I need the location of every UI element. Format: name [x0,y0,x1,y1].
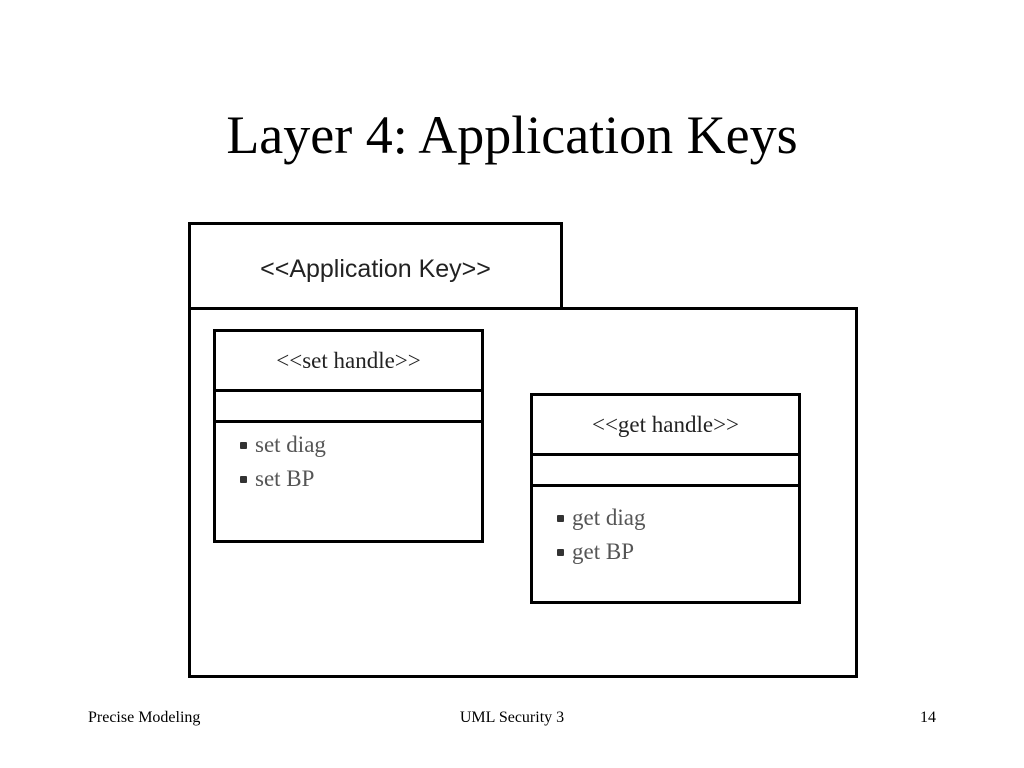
operation-label: get diag [572,505,646,530]
footer-left: Precise Modeling [88,709,201,726]
footer-center: UML Security 3 [459,709,565,726]
slide-title: Layer 4: Application Keys [226,105,798,165]
get-handle-attributes-compartment [533,456,798,487]
set-handle-operations-compartment: set diag set BP [216,423,481,496]
set-handle-attributes-compartment [216,392,481,423]
bullet-icon [557,548,564,556]
package-label: <<Application Key>> [260,255,491,283]
operation-label: set BP [255,466,315,491]
operation-item: get diag [557,501,798,535]
operation-label: get BP [572,539,634,564]
set-handle-class-name: <<set handle>> [216,332,481,392]
bullet-icon [240,441,247,449]
package-tab: <<Application Key>> [188,222,563,310]
operation-item: get BP [557,535,798,569]
get-handle-operations-compartment: get diag get BP [533,487,798,569]
bullet-icon [557,514,564,522]
operation-label: set diag [255,432,326,457]
operation-item: set BP [240,462,481,496]
operation-item: set diag [240,428,481,462]
get-handle-class-name: <<get handle>> [533,396,798,456]
set-handle-class: <<set handle>> set diag set BP [213,329,484,543]
get-handle-class: <<get handle>> get diag get BP [530,393,801,604]
slide-number: 14 [920,709,936,726]
bullet-icon [240,475,247,483]
